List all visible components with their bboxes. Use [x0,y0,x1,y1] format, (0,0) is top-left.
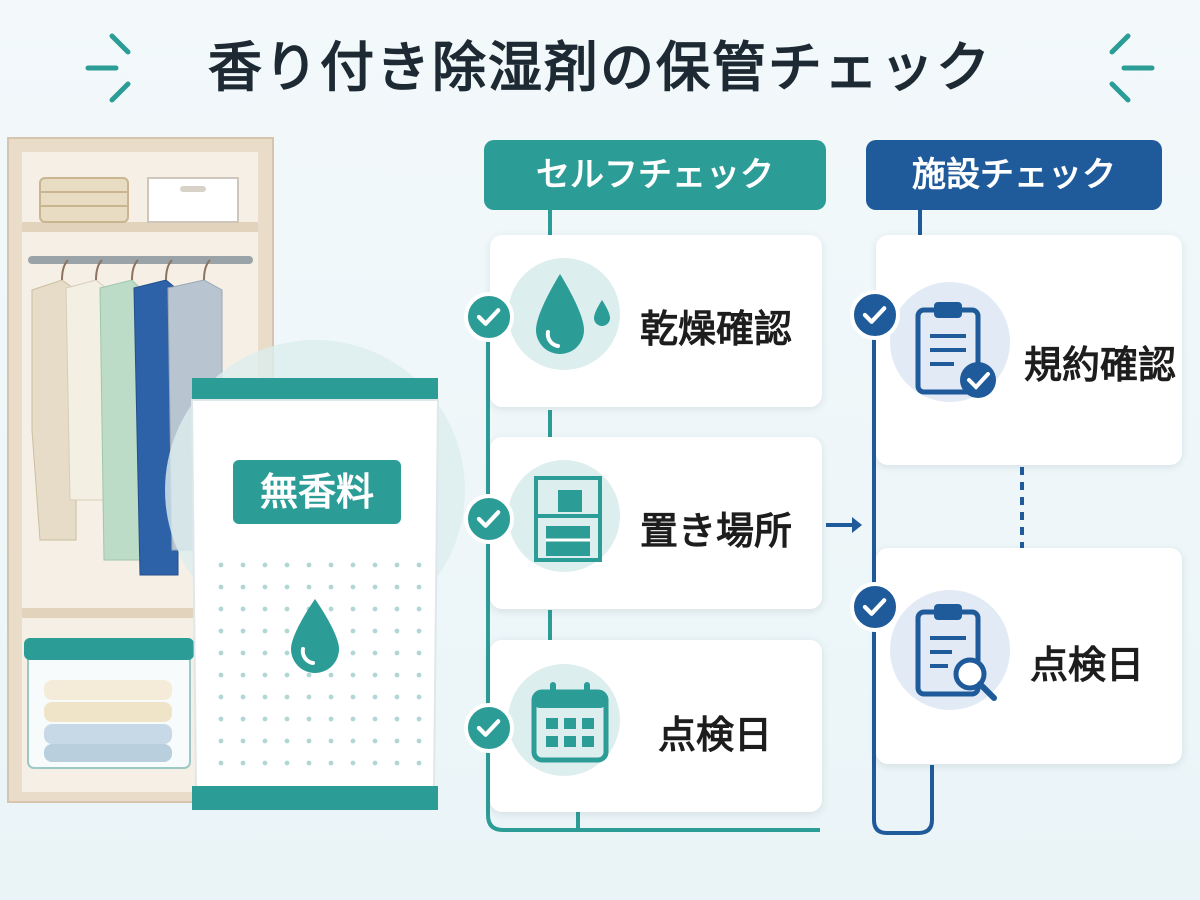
facility-check-header: 施設チェック [866,140,1162,210]
check-icon [850,290,900,340]
facility-label-inspection: 点検日 [1030,643,1145,687]
shelf-icon [534,476,602,562]
sparkle-right-icon [1109,33,1155,103]
calendar-icon [531,682,609,763]
self-check-label-dry: 乾燥確認 [640,307,793,351]
desiccant-package [190,378,440,810]
water-drop-icon [291,599,339,673]
facility-check-connector [872,205,1024,835]
check-icon [850,582,900,632]
basket [39,177,129,223]
check-icon [464,494,514,544]
clipboard-check-icon [915,302,996,398]
self-check-label-location: 置き場所 [640,509,793,553]
clipboard-search-icon [915,604,997,701]
self-check-label-inspection: 点検日 [658,713,773,757]
facility-label-terms: 規約確認 [1024,343,1177,387]
self-check-header: セルフチェック [484,140,826,210]
self-check-connector [486,205,820,832]
package-label: 無香料 [233,460,401,524]
arrow-right-icon [826,517,862,533]
check-icon [464,703,514,753]
check-icon [464,292,514,342]
storage-box [147,177,239,223]
page-title: 香り付き除湿剤の保管チェック [208,36,992,99]
sparkle-left-icon [85,33,131,103]
water-drop-icon [536,274,610,354]
